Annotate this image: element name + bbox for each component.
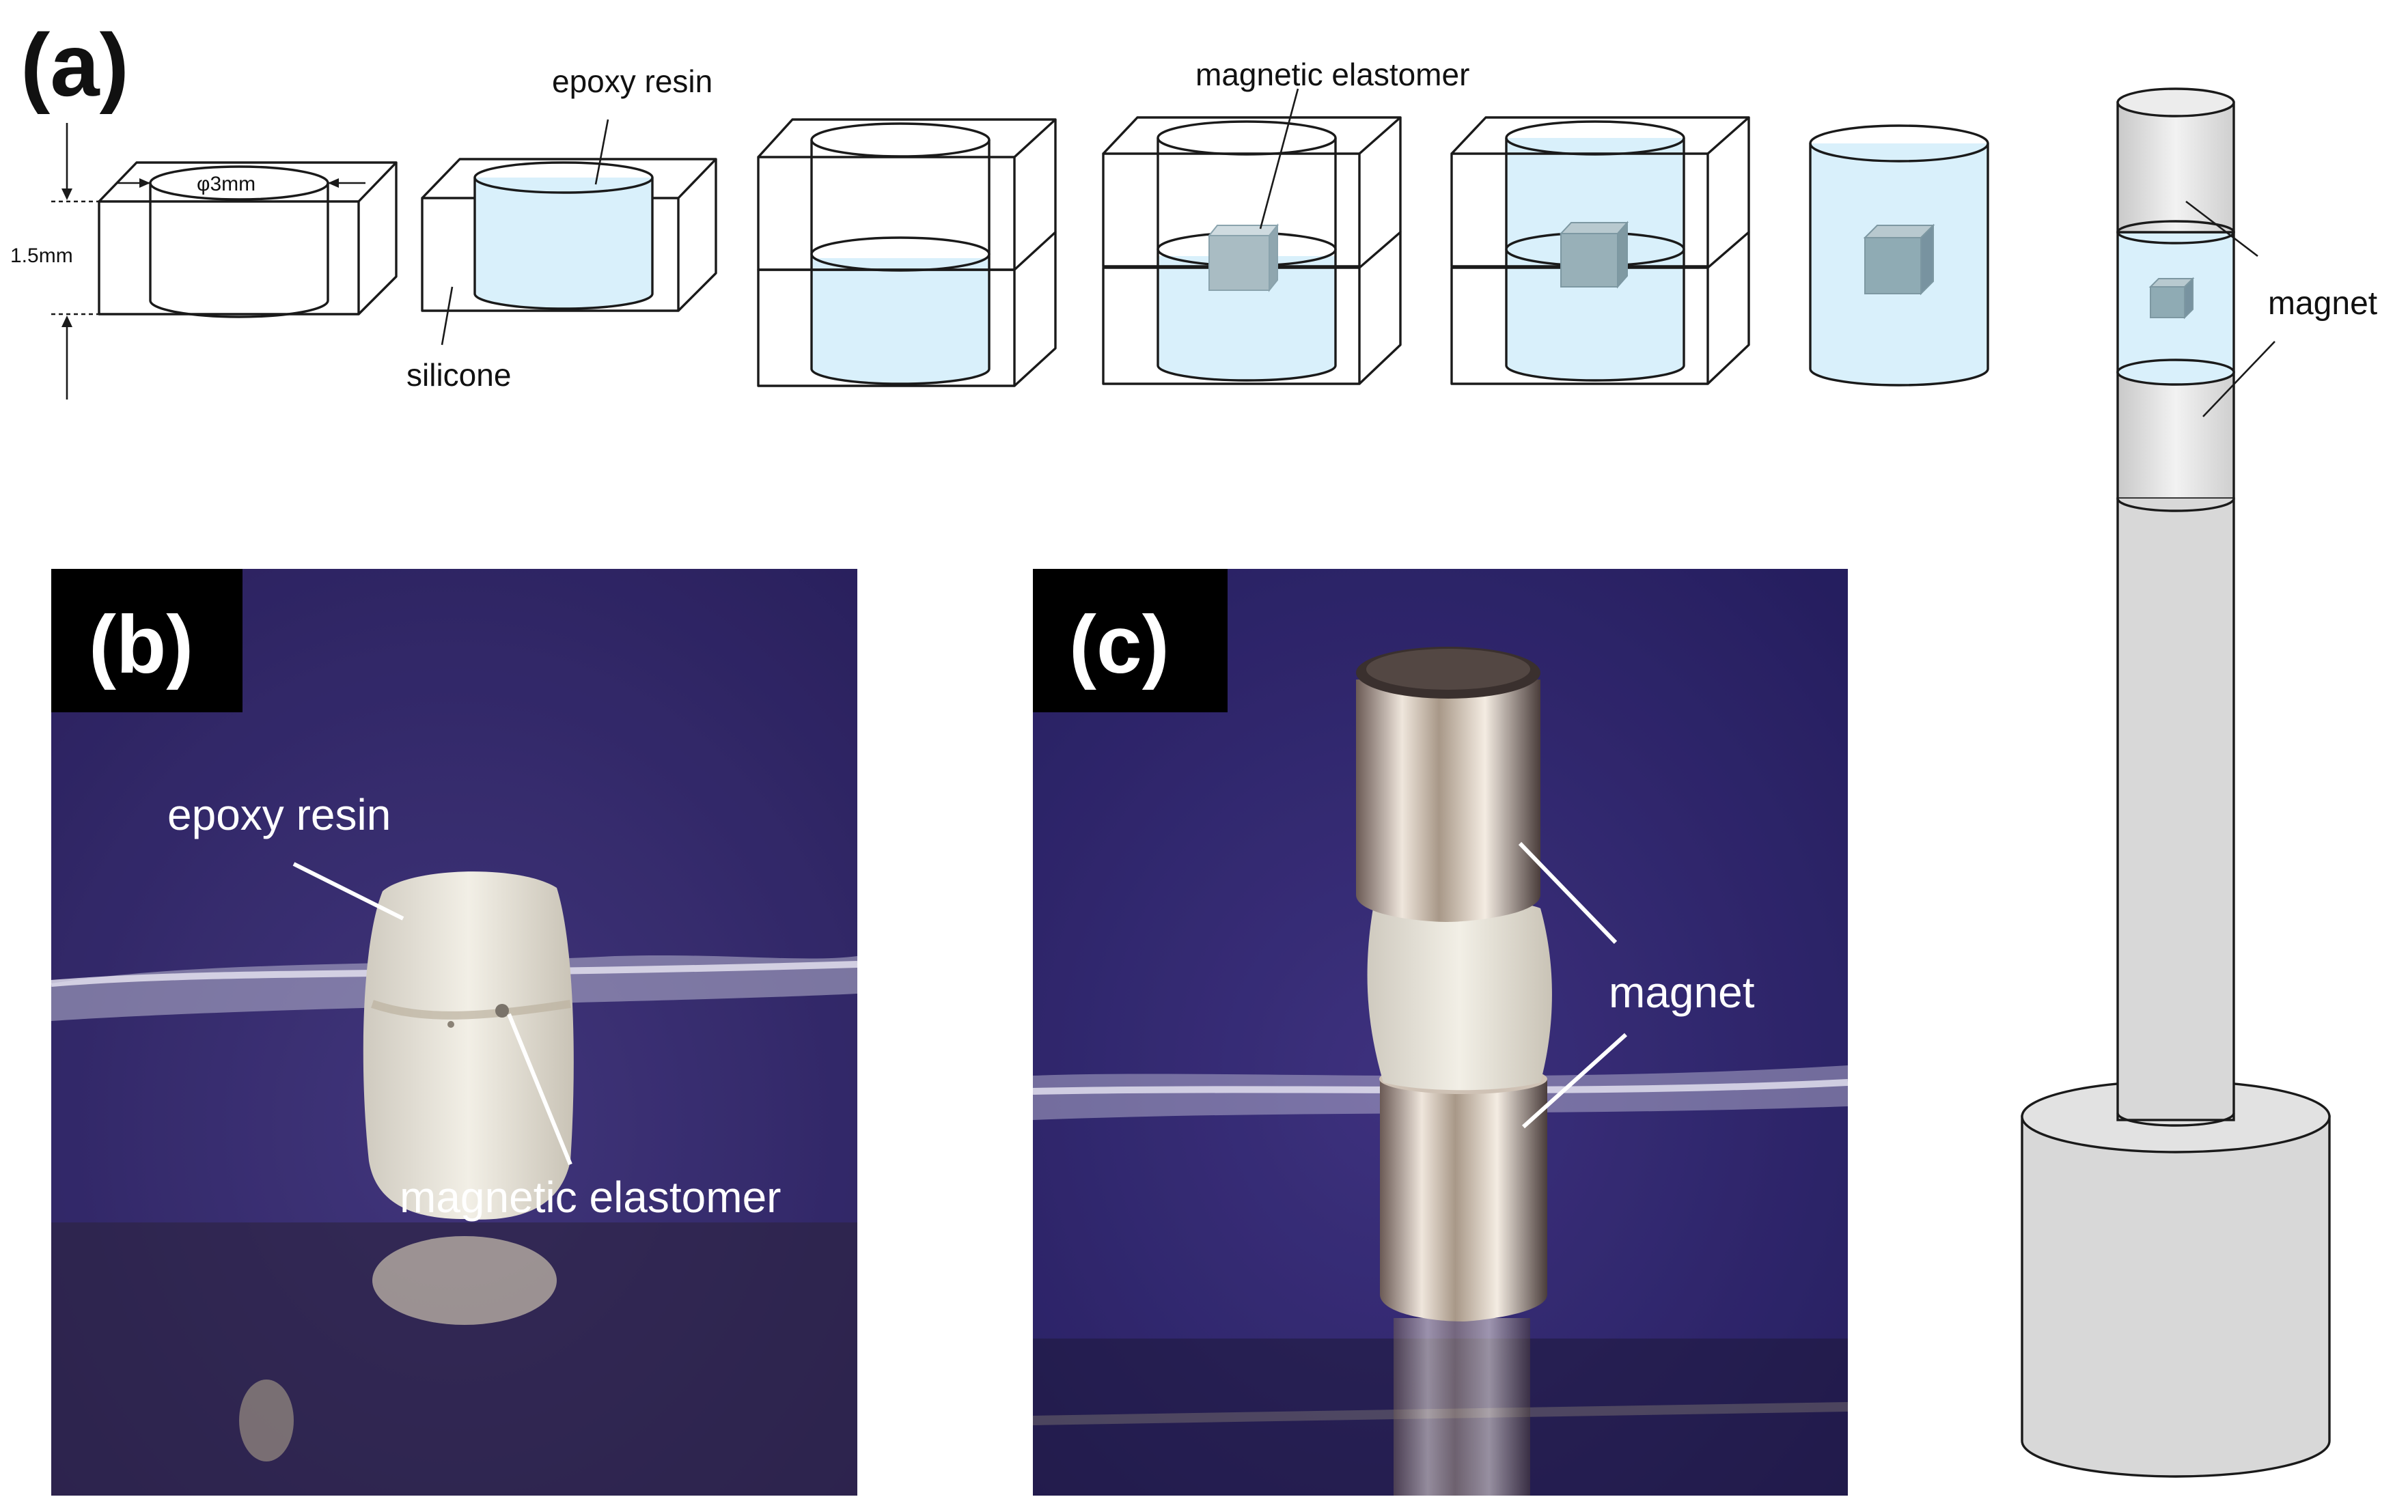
step-3-stacked-molds <box>757 118 1057 387</box>
epoxy-resin-label: epoxy resin <box>552 64 712 99</box>
elastomer-cube-2 <box>1559 221 1629 289</box>
panel-a: (a) φ3mm 1.5mm <box>10 15 2377 1478</box>
diameter-label: φ3mm <box>197 173 255 195</box>
rod-cube <box>2148 277 2195 320</box>
photo-c-stack <box>1356 647 1552 1496</box>
step-4-elastomer-placed: magnetic elastomer <box>1102 57 1469 385</box>
rod-magnet-label: magnet <box>2268 285 2377 322</box>
photo-b-label-box <box>51 569 243 712</box>
magnetic-elastomer-label: magnetic elastomer <box>1195 57 1469 92</box>
step-1-mold: φ3mm 1.5mm <box>10 123 398 400</box>
elastomer-cube <box>1207 223 1279 292</box>
panel-b: (b) epoxy resin magnetic elastomer <box>51 569 858 1496</box>
rod-assembly: magnet <box>2021 87 2377 1478</box>
photo-c-label: (c) <box>1069 599 1170 690</box>
photo-c-magnet-label: magnet <box>1609 968 1755 1017</box>
photo-b-elastomer-label: magnetic elastomer <box>400 1173 781 1222</box>
silicone-label: silicone <box>406 357 511 393</box>
photo-c-label-box <box>1033 569 1228 712</box>
step-5-both-filled <box>1450 116 1750 385</box>
step-2-filled-mold: epoxy resin silicone <box>406 64 717 393</box>
photo-b-sample <box>363 871 574 1220</box>
elastomer-cube-3 <box>1863 223 1935 296</box>
panel-c: (c) magnet <box>1032 569 1849 1496</box>
step-6-cured-sample <box>1809 124 1989 387</box>
photo-b-epoxy-label: epoxy resin <box>167 790 391 839</box>
photo-b-label: (b) <box>89 599 193 690</box>
height-label: 1.5mm <box>10 244 73 267</box>
panel-a-label: (a) <box>20 15 129 115</box>
